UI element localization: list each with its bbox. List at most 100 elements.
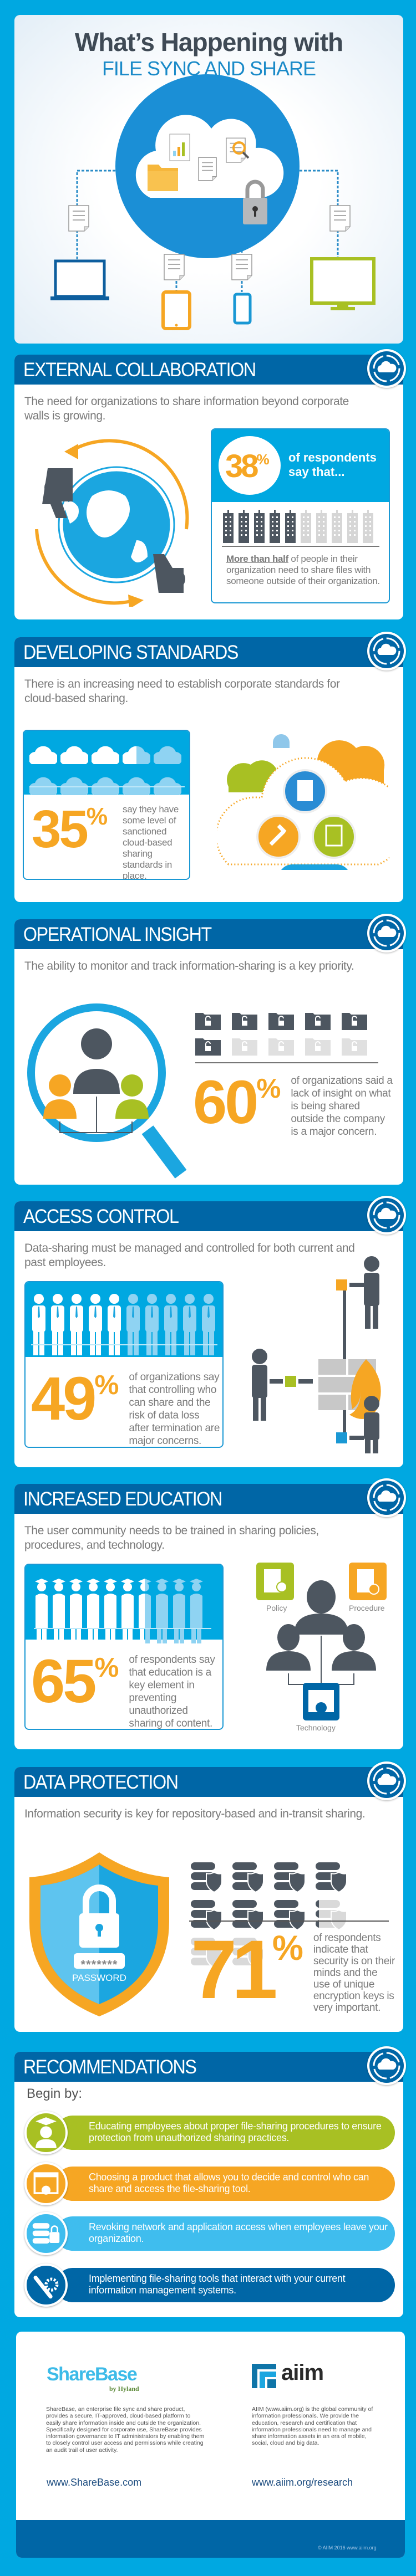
secure-servers-pictogram bbox=[191, 1862, 396, 1975]
divider bbox=[31, 1344, 217, 1345]
recommendation-text: Revoking network and application access … bbox=[89, 2221, 388, 2244]
building-icon bbox=[346, 510, 359, 543]
policy-label: Policy bbox=[266, 1604, 287, 1612]
employee-icon bbox=[31, 1293, 47, 1355]
section-header: RECOMMENDATIONS bbox=[14, 2052, 403, 2082]
procedure-label: Procedure bbox=[349, 1604, 385, 1612]
stat-row: 60% of organizations said a lack of insi… bbox=[193, 1072, 393, 1138]
aiim-logo: aiim bbox=[281, 2360, 324, 2385]
recommendation-item: Educating employees about proper file-sh… bbox=[55, 2116, 395, 2150]
secure-server-icon bbox=[191, 1862, 222, 1893]
section-access-control: ACCESS CONTROL Data-sharing must be mana… bbox=[14, 1196, 406, 1467]
recommendation-text: Implementing file-sharing tools that int… bbox=[89, 2273, 346, 2296]
section-increased-education: INCREASED EDUCATION The user community n… bbox=[14, 1478, 406, 1749]
stat-row: 65% of respondents say that education is… bbox=[31, 1647, 221, 1729]
laptop-icon bbox=[50, 259, 109, 300]
stat-row: 71% of respondents indicate that securit… bbox=[191, 1928, 396, 2014]
cloud-sync-icon bbox=[367, 632, 406, 670]
section-recommendations: RECOMMENDATIONS Begin by: Educating empl… bbox=[14, 2046, 406, 2317]
businessman-icon bbox=[42, 468, 73, 518]
password-mask: ******* bbox=[80, 1958, 118, 1971]
graduate-icon bbox=[155, 1578, 169, 1643]
locked-folder-icon bbox=[268, 1011, 294, 1030]
section-title: EXTERNAL COLLABORATION bbox=[23, 359, 256, 381]
password-label: PASSWORD bbox=[72, 1973, 126, 1983]
recommendation-text: Educating employees about proper file-sh… bbox=[89, 2121, 382, 2143]
stat-percent: 60% bbox=[193, 1068, 281, 1136]
section-title: DEVELOPING STANDARDS bbox=[23, 642, 239, 663]
cloud-icon bbox=[29, 772, 57, 796]
document-icon bbox=[329, 205, 351, 232]
secure-server-icon bbox=[232, 1862, 263, 1893]
section-title: OPERATIONAL INSIGHT bbox=[23, 924, 212, 945]
document-icon bbox=[197, 157, 217, 181]
employee-icon bbox=[106, 1293, 122, 1355]
graduate-icon bbox=[138, 1578, 152, 1643]
begin-by-label: Begin by: bbox=[27, 2086, 83, 2101]
divider bbox=[195, 1062, 378, 1063]
section-operational-insight: OPERATIONAL INSIGHT The ability to monit… bbox=[14, 914, 406, 1185]
cloud-sync-icon bbox=[367, 914, 406, 952]
security-shield-icon bbox=[29, 1852, 169, 2016]
building-icon bbox=[253, 510, 266, 543]
cloud-icon bbox=[123, 741, 150, 765]
section-title: INCREASED EDUCATION bbox=[23, 1488, 222, 1510]
recommendation-text: Choosing a product that allows you to de… bbox=[89, 2172, 369, 2194]
locked-folder-icon bbox=[305, 1011, 331, 1030]
cloud-icon bbox=[92, 772, 119, 796]
phone-icon bbox=[233, 293, 252, 325]
stat-box: 49% of organizations say that controllin… bbox=[24, 1281, 224, 1448]
sharebase-link[interactable]: www.ShareBase.com bbox=[47, 2477, 142, 2488]
cloud-sync-icon bbox=[367, 1196, 406, 1235]
cloud-sync-icon bbox=[367, 1478, 406, 1517]
tablet-icon bbox=[161, 290, 191, 330]
cloud-icon bbox=[60, 772, 88, 796]
stat-text: say they have some level of sanctioned c… bbox=[123, 804, 179, 880]
woman-avatar-icon bbox=[266, 1624, 311, 1671]
aiim-link[interactable]: www.aiim.org/research bbox=[252, 2477, 353, 2488]
cloud-icon bbox=[29, 741, 57, 765]
section-header: EXTERNAL COLLABORATION bbox=[14, 355, 403, 385]
building-icon bbox=[331, 510, 343, 543]
section-title: ACCESS CONTROL bbox=[23, 1206, 179, 1227]
employee-icon bbox=[144, 1293, 160, 1355]
man-avatar-icon bbox=[294, 1580, 348, 1635]
graduate-icon bbox=[24, 2111, 68, 2154]
cloud-sync-icon bbox=[367, 2046, 406, 2085]
section-header: OPERATIONAL INSIGHT bbox=[14, 919, 403, 949]
cloud-network-illustration bbox=[50, 74, 376, 330]
training-illustration bbox=[256, 1563, 387, 1720]
locked-folder-icon bbox=[232, 1011, 257, 1030]
building-icon bbox=[268, 510, 281, 543]
hero-card: What’s Happening with FILE SYNC AND SHAR… bbox=[14, 15, 403, 344]
server-lock-icon bbox=[24, 2212, 68, 2255]
graduate-icon bbox=[172, 1578, 186, 1643]
graduate-icon bbox=[52, 1578, 66, 1643]
sharebase-byline: by Hyland bbox=[109, 2385, 139, 2393]
employee-icon bbox=[50, 1293, 65, 1355]
locked-folder-icon bbox=[268, 1037, 294, 1056]
businessman-icon bbox=[364, 1396, 379, 1453]
locked-folder-icon bbox=[232, 1037, 257, 1056]
man-avatar-icon bbox=[43, 1074, 77, 1119]
stat-percent: 38% bbox=[225, 448, 270, 484]
secure-server-icon bbox=[232, 1938, 263, 1969]
building-icon bbox=[284, 510, 297, 543]
stat-text: of respondents say that education is a k… bbox=[129, 1654, 215, 1729]
woman-avatar-icon bbox=[73, 1028, 120, 1094]
stat-percent: 65% bbox=[31, 1647, 119, 1715]
recommendation-item: Choosing a product that allows you to de… bbox=[55, 2167, 395, 2201]
building-icon bbox=[222, 510, 235, 543]
app-settings-icon bbox=[24, 2162, 68, 2205]
cloud-icon bbox=[60, 741, 88, 765]
section-intro: Information security is key for reposito… bbox=[24, 1807, 366, 1820]
document-icon bbox=[68, 205, 89, 232]
employee-icon bbox=[88, 1293, 103, 1355]
employee-icon bbox=[201, 1293, 216, 1355]
stat-detail: More than half of people in their organi… bbox=[226, 554, 380, 586]
technology-label: Technology bbox=[296, 1723, 336, 1732]
graduate-icon bbox=[69, 1578, 83, 1643]
section-header: DATA PROTECTION bbox=[14, 1767, 403, 1797]
section-external-collaboration: EXTERNAL COLLABORATION The need for orga… bbox=[14, 349, 406, 619]
document-icon bbox=[164, 254, 185, 280]
